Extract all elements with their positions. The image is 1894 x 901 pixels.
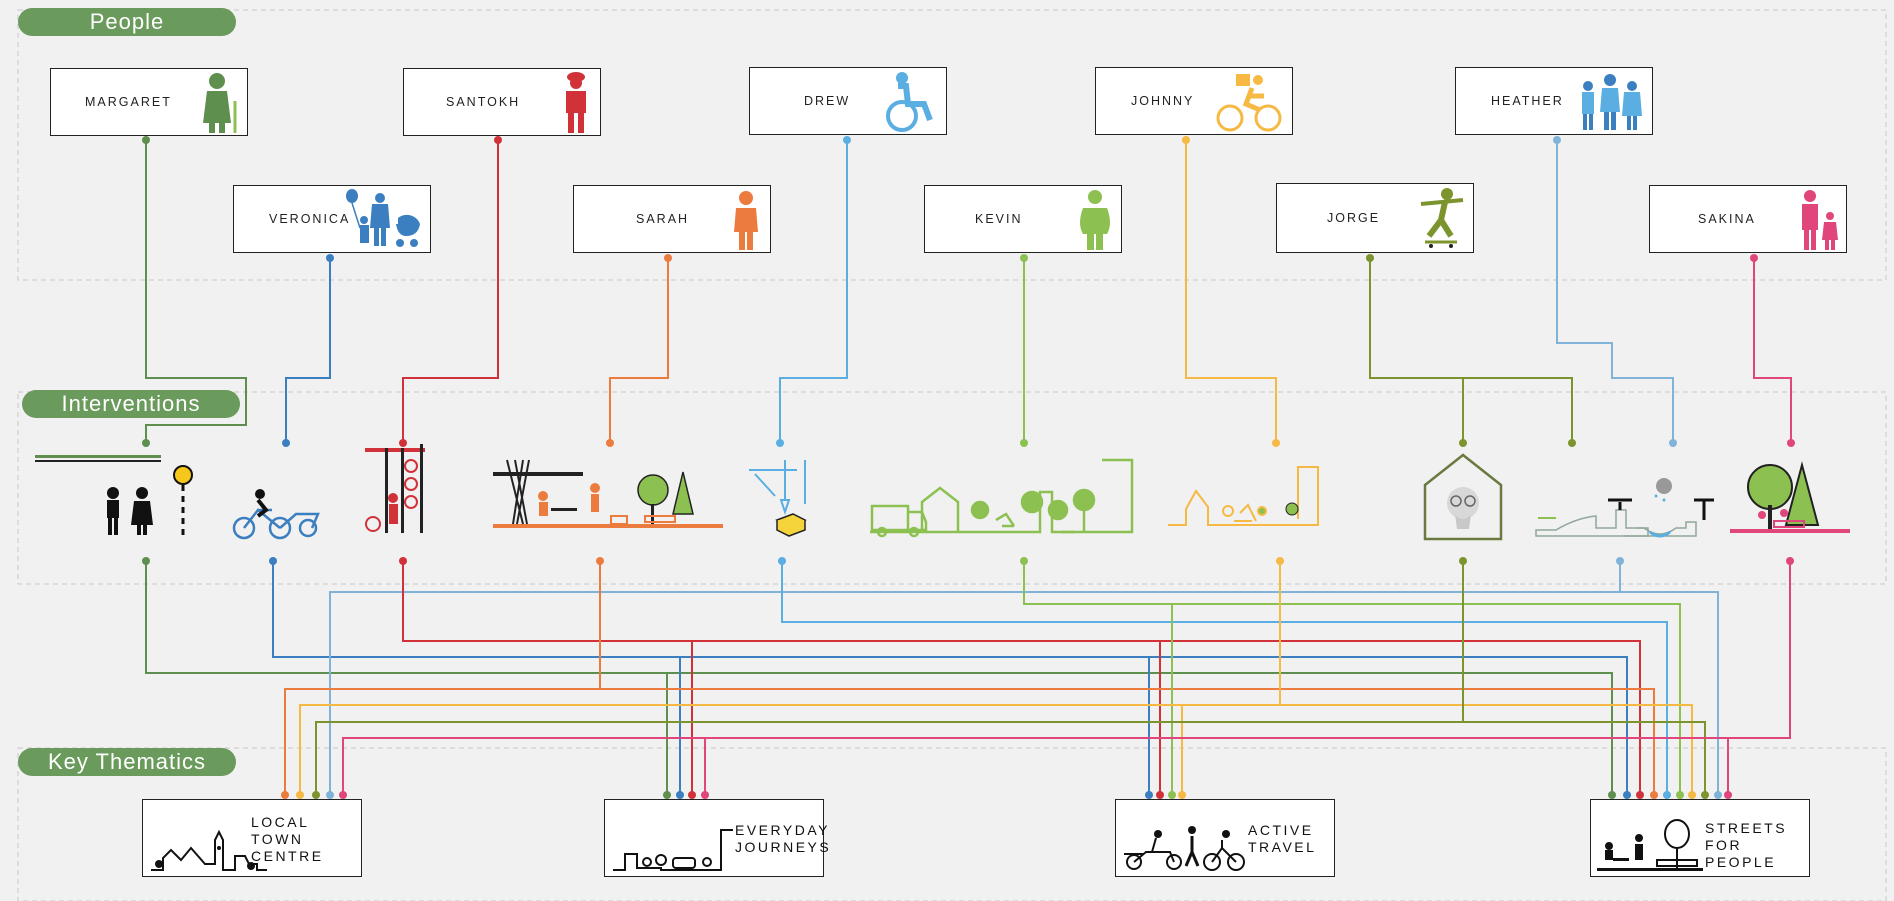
connector-santokh	[402, 140, 499, 443]
planting-tools-icon	[749, 460, 807, 537]
parent-with-pram-icon	[346, 189, 420, 247]
delivery-cyclist-icon	[1216, 74, 1282, 132]
bike-parking-icon	[365, 444, 425, 533]
theme-card-everyday-journeys[interactable]: EVERYDAY JOURNEYS	[604, 799, 829, 877]
theme-label: LOCAL TOWN CENTRE	[251, 814, 361, 865]
connector-drew	[779, 140, 848, 443]
connector-johnny	[1185, 140, 1277, 443]
people-connectors	[145, 140, 1792, 443]
theme-card-streets-for-people[interactable]: STREETS FOR PEOPLE	[1590, 799, 1810, 877]
pocket-park-icon	[1730, 461, 1850, 533]
interventions-section-label: Interventions	[22, 390, 240, 418]
person-card-jorge[interactable]: JORGE	[1276, 183, 1474, 253]
theme-card-local-town-centre[interactable]: LOCAL TOWN CENTRE	[142, 799, 362, 877]
parklet-seating-icon	[493, 459, 723, 528]
theme-card-active-travel[interactable]: ACTIVE TRAVEL	[1115, 799, 1335, 877]
person-name: VERONICA	[269, 212, 351, 226]
people-section-label: People	[18, 8, 236, 36]
theme-label-line2: TRAVEL	[1248, 839, 1317, 855]
active-travel-icon	[1124, 826, 1245, 871]
person-name: JORGE	[1327, 211, 1381, 225]
connector-sakina	[1753, 258, 1792, 443]
person-card-margaret[interactable]: MARGARET	[50, 68, 248, 136]
rain-garden-icon	[1535, 478, 1714, 538]
person-name: MARGARET	[85, 95, 172, 109]
theme-label: ACTIVE TRAVEL	[1248, 822, 1316, 856]
mother-and-child-icon	[1802, 190, 1838, 250]
connector-margaret	[145, 140, 247, 443]
community-house-icon	[1423, 453, 1503, 541]
person-card-kevin[interactable]: KEVIN	[924, 185, 1122, 253]
skateboarder-icon	[1420, 188, 1464, 248]
family-icon	[1582, 74, 1642, 130]
theme-connector-dots	[142, 557, 1794, 799]
person-name: SARAH	[636, 212, 690, 226]
connector-sarah	[609, 258, 669, 443]
person-name: SANTOKH	[446, 95, 521, 109]
themes-section-label: Key Thematics	[18, 748, 236, 776]
theme-label-line1: STREETS	[1705, 820, 1788, 836]
theme-label-line1: EVERYDAY	[735, 822, 830, 838]
person-card-sakina[interactable]: SAKINA	[1649, 185, 1847, 253]
theme-label-line2: JOURNEYS	[735, 839, 832, 855]
bus-stop-shelter-icon	[35, 455, 193, 535]
young-woman-icon	[734, 191, 758, 250]
theme-label: EVERYDAY JOURNEYS	[735, 822, 831, 856]
journeys-icon	[613, 829, 733, 871]
people-connector-dots	[142, 136, 1795, 447]
theme-connectors	[145, 561, 1791, 795]
streets-for-people-icon	[1597, 819, 1703, 871]
person-card-santokh[interactable]: SANTOKH	[403, 68, 601, 136]
person-name: JOHNNY	[1131, 94, 1195, 108]
theme-label-line1: LOCAL TOWN	[251, 814, 309, 847]
theme-label-line2: FOR PEOPLE	[1705, 837, 1777, 870]
person-name: KEVIN	[975, 212, 1023, 226]
person-card-heather[interactable]: HEATHER	[1455, 67, 1653, 135]
theme-label-line2: CENTRE	[251, 848, 324, 864]
theme-label: STREETS FOR PEOPLE	[1705, 820, 1809, 871]
person-card-veronica[interactable]: VERONICA	[233, 185, 431, 253]
interventions-zone	[17, 391, 1887, 585]
person-card-johnny[interactable]: JOHNNY	[1095, 67, 1293, 135]
theme-label-line1: ACTIVE	[1248, 822, 1314, 838]
man-with-turban-icon	[566, 72, 586, 133]
cargo-bike-icon	[232, 489, 320, 540]
person-card-drew[interactable]: DREW	[749, 67, 947, 135]
connector-heather	[1556, 140, 1674, 443]
themes-zone	[17, 747, 1887, 901]
elderly-woman-icon	[203, 73, 237, 133]
town-centre-icon	[151, 829, 267, 871]
person-name: DREW	[804, 94, 851, 108]
people-zone	[17, 9, 1887, 281]
person-card-sarah[interactable]: SARAH	[573, 185, 771, 253]
connector-jorge	[1369, 258, 1573, 443]
person-name: HEATHER	[1491, 94, 1564, 108]
connector-veronica	[285, 258, 331, 443]
cycle-lane-icon	[1168, 466, 1319, 526]
wheelchair-user-icon	[886, 72, 933, 132]
green-street-icon	[870, 458, 1134, 538]
person-name: SAKINA	[1698, 212, 1756, 226]
man-icon	[1080, 190, 1110, 250]
